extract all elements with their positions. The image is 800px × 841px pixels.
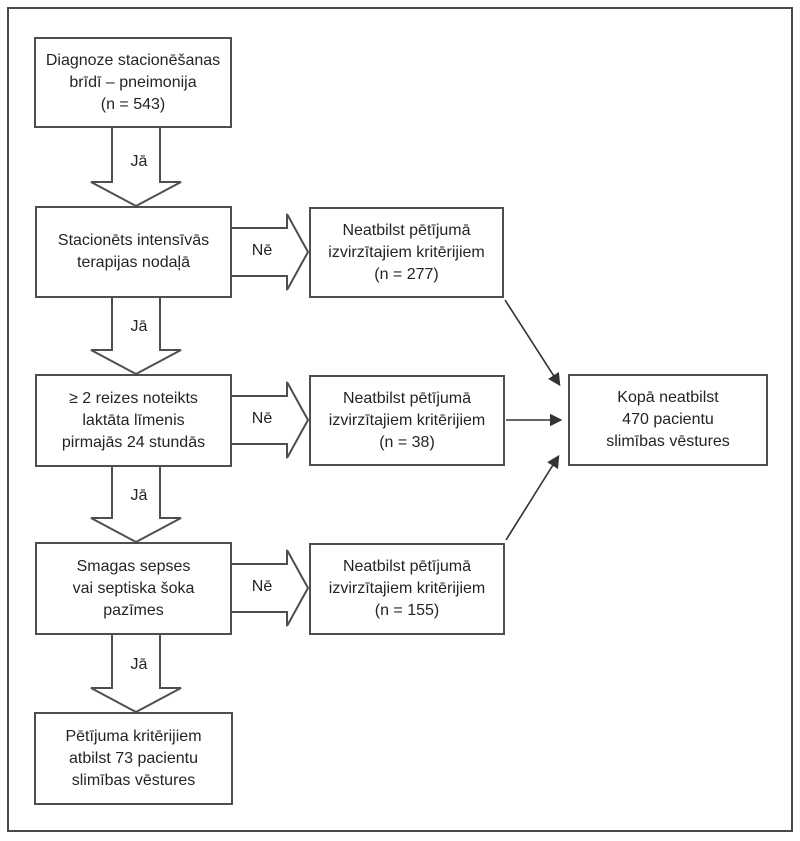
yes-label-2: Jā <box>130 318 148 335</box>
diagram-border <box>7 7 793 832</box>
no-label-3: Nē <box>251 578 273 595</box>
yes-arrow-icu-to-lactate <box>90 297 182 376</box>
box-total-excluded: Kopā neatbilst 470 pacientu slimības vēs… <box>568 374 768 466</box>
yes-arrow-lactate-to-sepsis <box>90 466 182 544</box>
no-arrow-sepsis-to-excluded <box>230 549 310 627</box>
box-icu-admission: Stacionēts intensīvās terapijas nodaļā <box>35 206 232 298</box>
box-excluded-lactate: Neatbilst pētījumā izvirzītajiem kritēri… <box>309 375 505 466</box>
connector-excluded3-to-total <box>505 454 560 541</box>
yes-arrow-sepsis-to-included <box>90 634 182 714</box>
yes-label-4: Jā <box>130 656 148 673</box>
box-diagnosis-pneumonia: Diagnoze stacionēšanas brīdī – pneimonij… <box>34 37 232 128</box>
yes-label-1: Jā <box>130 153 148 170</box>
yes-label-3: Jā <box>130 487 148 504</box>
box-lactate-measured: ≥ 2 reizes noteikts laktāta līmenis pirm… <box>35 374 232 467</box>
no-arrow-lactate-to-excluded <box>230 381 310 459</box>
no-label-1: Nē <box>251 242 273 259</box>
connector-excluded1-to-total <box>504 299 561 387</box>
no-arrow-icu-to-excluded <box>230 213 310 291</box>
box-included-patients: Pētījuma kritērijiem atbilst 73 pacientu… <box>34 712 233 805</box>
box-excluded-icu: Neatbilst pētījumā izvirzītajiem kritēri… <box>309 207 504 298</box>
box-excluded-sepsis: Neatbilst pētījumā izvirzītajiem kritēri… <box>309 543 505 635</box>
no-label-2: Nē <box>251 410 273 427</box>
box-sepsis-signs: Smagas sepses vai septiska šoka pazīmes <box>35 542 232 635</box>
